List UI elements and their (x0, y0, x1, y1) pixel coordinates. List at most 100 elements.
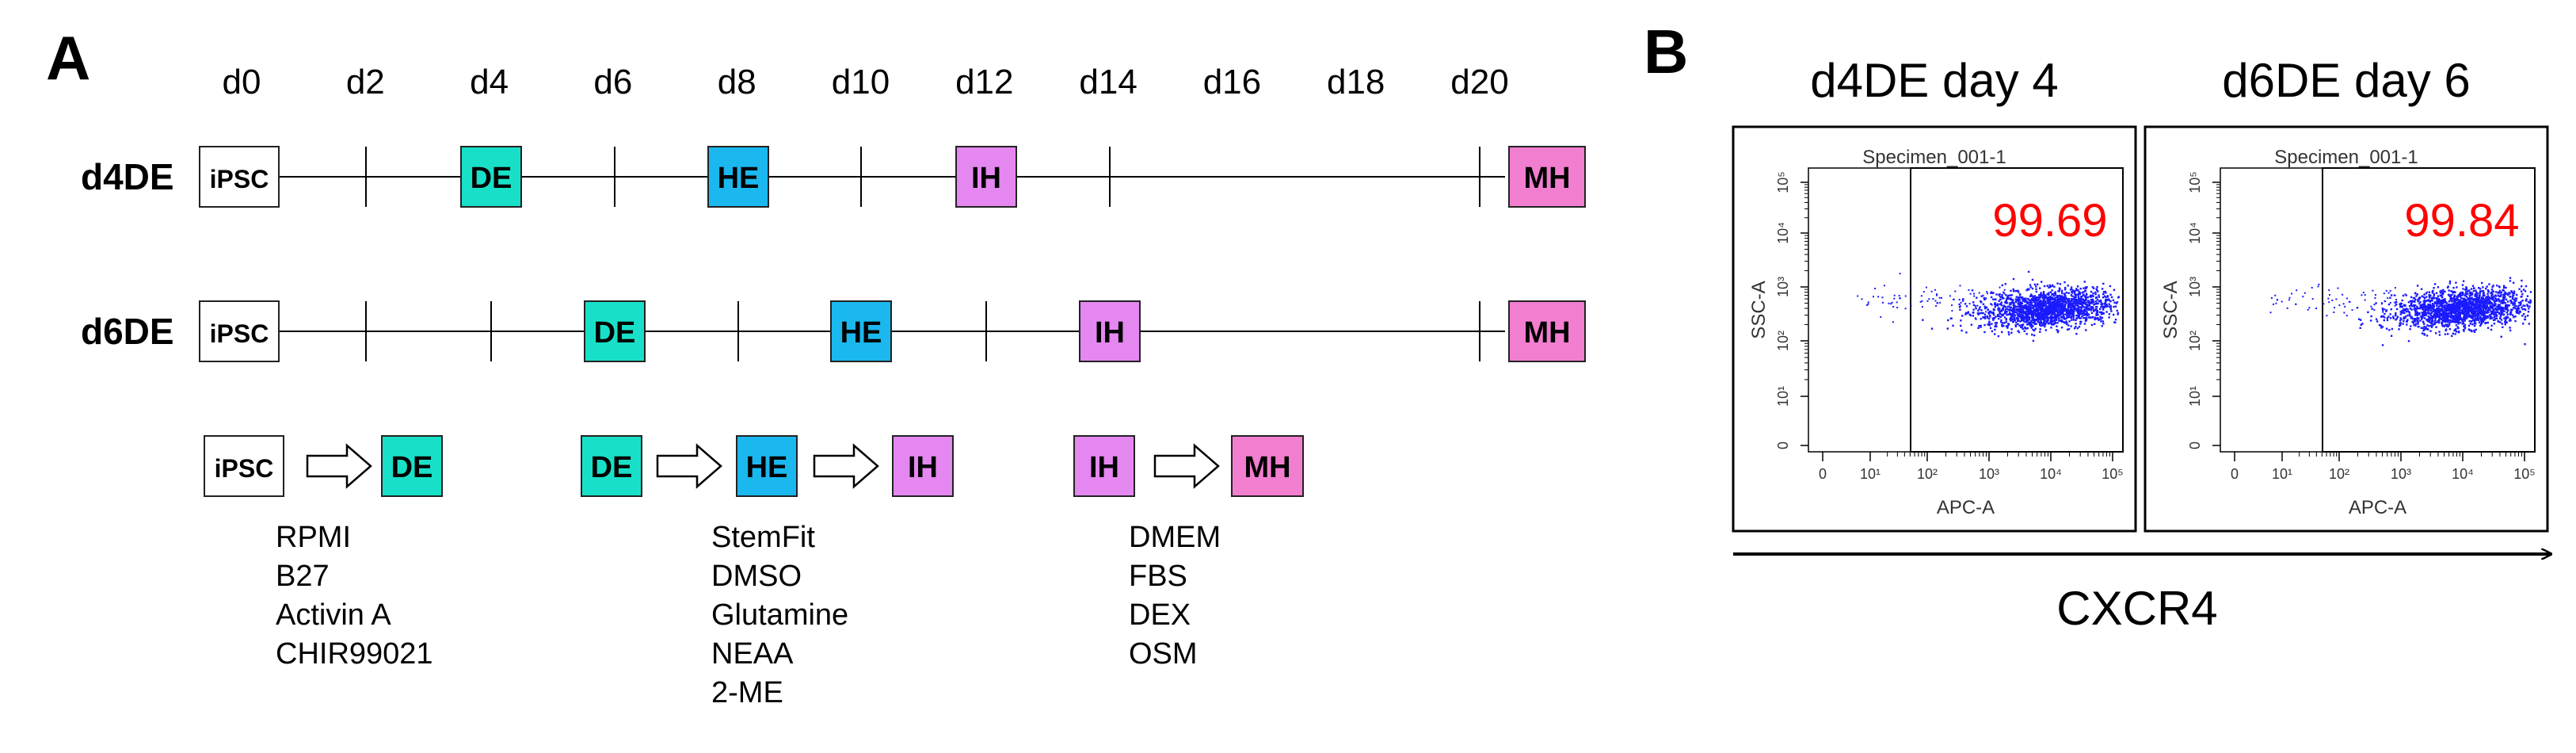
event-dot (2360, 323, 2362, 326)
event-dot (2382, 309, 2384, 312)
event-dot (2052, 310, 2056, 313)
event-dot (2423, 328, 2425, 331)
event-dot (2457, 312, 2460, 314)
event-dot (2094, 316, 2096, 319)
event-dot (2524, 315, 2527, 318)
event-dot (2012, 301, 2015, 304)
event-dot (2462, 288, 2464, 290)
event-dot (2083, 309, 2085, 312)
x-tick-label: 10² (2329, 466, 2349, 482)
timeline-label: d4DE (81, 156, 174, 197)
event-dot (2420, 315, 2422, 318)
event-dot (1996, 303, 1999, 305)
event-dot (1999, 303, 2001, 306)
event-dot (2086, 311, 2088, 313)
event-dot (2069, 302, 2072, 304)
event-dot (2051, 301, 2053, 304)
event-dot (2117, 312, 2120, 315)
event-dot (2083, 308, 2086, 311)
event-dot (2012, 288, 2014, 291)
medium-component: FBS (1129, 560, 1187, 593)
stage-box-fill (199, 146, 280, 208)
event-dot (2044, 300, 2047, 304)
event-dot (2380, 303, 2383, 305)
event-dot (2413, 324, 2415, 327)
event-dot (2477, 319, 2480, 321)
event-dot (2452, 319, 2454, 322)
event-dot (2482, 306, 2484, 309)
event-dot (2464, 304, 2467, 306)
event-dot (1993, 308, 1995, 311)
event-dot (1961, 315, 1964, 317)
event-dot (2026, 323, 2029, 326)
event-dot (2463, 314, 2466, 317)
event-dot (2079, 317, 2082, 319)
event-dot (2050, 307, 2053, 309)
event-dot (2034, 309, 2037, 312)
event-dot (2065, 301, 2067, 304)
event-dot (2014, 325, 2018, 327)
stage-box-fill (1073, 435, 1135, 497)
event-dot (2524, 343, 2526, 346)
event-dot (2048, 309, 2052, 312)
event-dot (2085, 287, 2087, 290)
event-dot (2475, 328, 2477, 331)
event-dot (1994, 325, 1996, 328)
event-dot (2479, 308, 2483, 310)
event-dot (2522, 304, 2525, 307)
event-dot (2515, 297, 2518, 300)
event-dot (2500, 314, 2502, 316)
event-dot (2046, 315, 2048, 319)
event-dot (2006, 314, 2008, 316)
event-dot (2094, 318, 2096, 321)
event-dot (2071, 300, 2073, 302)
event-dot (2030, 307, 2033, 309)
event-dot (2459, 302, 2461, 304)
event-dot (2028, 319, 2031, 321)
event-dot (2014, 316, 2016, 319)
event-dot (2422, 327, 2425, 330)
event-dot (2443, 307, 2446, 310)
event-dot (2086, 304, 2089, 307)
event-dot (1910, 287, 1912, 289)
event-dot (2449, 299, 2452, 301)
event-dot (2013, 310, 2016, 313)
event-dot (1987, 316, 1989, 319)
event-dot (2442, 312, 2445, 314)
event-dot (2006, 308, 2010, 311)
stage-box-ih: IH (1073, 435, 1135, 497)
event-dot (2518, 288, 2521, 290)
event-dot (2010, 297, 2012, 300)
event-dot (2466, 317, 2468, 319)
event-dot (2422, 313, 2424, 316)
event-dot (2074, 299, 2076, 301)
event-dot (2499, 300, 2502, 302)
event-dot (2409, 308, 2412, 310)
stage-label: IH (1089, 451, 1119, 484)
event-dot (2408, 305, 2411, 308)
event-dot (2054, 315, 2057, 317)
event-dot (2513, 316, 2515, 319)
event-dot (2004, 308, 2007, 311)
event-dot (2063, 296, 2066, 299)
event-dot (2423, 303, 2426, 306)
event-dot (2517, 308, 2519, 311)
event-dot (2002, 306, 2005, 308)
event-dot (1982, 294, 1984, 296)
event-dot (2428, 295, 2430, 297)
event-dot (2074, 308, 2076, 310)
event-dot (2109, 285, 2112, 288)
event-dot (2084, 286, 2087, 289)
event-dot (2037, 304, 2039, 307)
event-dot (2062, 296, 2064, 298)
event-dot (2070, 308, 2073, 311)
y-tick-label: 10³ (2187, 277, 2203, 297)
event-dot (2015, 312, 2018, 314)
event-dot (2494, 303, 2497, 305)
event-dot (2038, 314, 2041, 316)
event-dot (2009, 306, 2011, 308)
event-dot (2449, 321, 2452, 323)
y-tick-label: 0 (1775, 441, 1791, 449)
event-dot (2453, 306, 2456, 308)
event-dot (2013, 308, 2016, 312)
